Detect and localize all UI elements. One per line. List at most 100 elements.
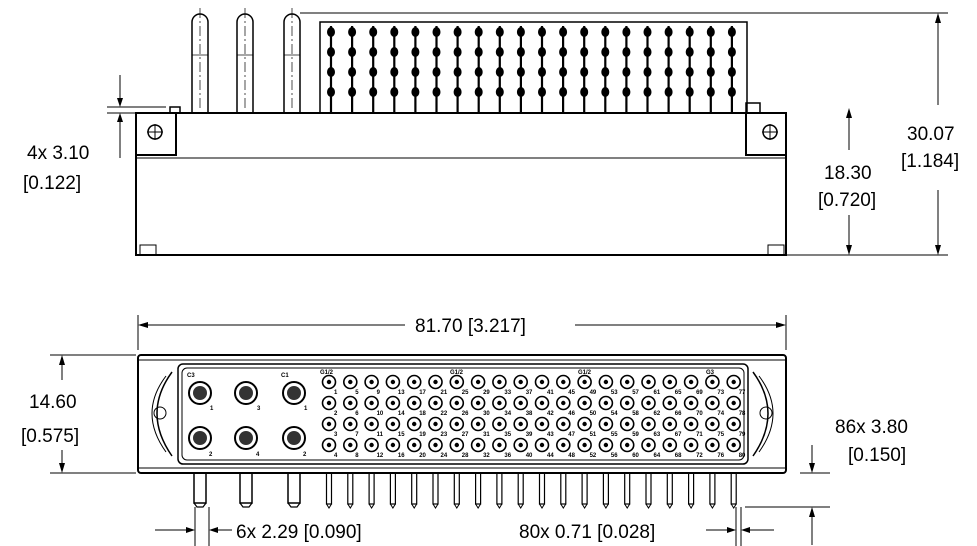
signal-contact: 44 (534, 437, 554, 459)
contact-number: 15 (398, 432, 405, 438)
signal-contact: 21 (428, 374, 448, 396)
coax-contact: 4 (234, 426, 260, 458)
side-signal-pin (706, 26, 715, 113)
signal-contact: 54 (598, 395, 618, 417)
signal-pin-tail (432, 472, 439, 509)
signal-contact: 37 (513, 374, 533, 396)
signal-contact: 72 (683, 437, 703, 459)
coax-contact: 2 (282, 426, 307, 458)
contact-number: 71 (696, 432, 703, 438)
contact-number: 11 (377, 432, 384, 438)
contact-number: 41 (547, 390, 554, 396)
signal-contact: 33 (492, 374, 512, 396)
signal-contact-grid: 1234567891011121314151617181920212223242… (321, 374, 746, 459)
signal-contact: 17 (406, 374, 427, 396)
signal-contact: 48 (555, 437, 576, 459)
signal-contact: 32 (470, 437, 490, 459)
signal-contact: 61 (641, 374, 661, 396)
contact-number: 31 (483, 432, 490, 438)
side-signal-pin (369, 26, 378, 113)
signal-contact: 67 (662, 416, 682, 438)
contact-number: 68 (675, 453, 682, 459)
side-signal-pin (390, 26, 399, 113)
contact-number: 67 (675, 432, 682, 438)
front-housing (137, 354, 787, 474)
front-pin-tails (193, 472, 737, 509)
coax-contact: C1 1 (281, 373, 308, 412)
signal-contact: 13 (385, 374, 405, 396)
side-coax-pins (191, 8, 301, 113)
side-signal-pin (622, 26, 631, 113)
side-signal-pin (685, 26, 694, 113)
contact-number: 80 (739, 453, 746, 459)
signal-contact: 63 (641, 416, 661, 438)
signal-contact: 16 (385, 437, 405, 459)
signal-contact: 24 (428, 437, 448, 459)
signal-contact: 1 (321, 374, 338, 396)
contact-number: 79 (739, 432, 746, 438)
front-width-dim: 81.70 [3.217] (415, 316, 526, 337)
coax-number-label: 2 (303, 452, 307, 458)
left-mount-ear (135, 112, 177, 156)
contact-number: 19 (419, 432, 426, 438)
coax-contact: C3 1 (187, 373, 214, 412)
signal-contact: 36 (492, 437, 512, 459)
signal-contact: 7 (342, 416, 359, 438)
right-mount-ear (745, 112, 787, 156)
front-cavity (177, 363, 749, 465)
contact-number: 40 (526, 453, 533, 459)
signal-pin-tail (666, 472, 673, 509)
signal-contact: 42 (534, 395, 554, 417)
signal-contact: 60 (619, 437, 640, 459)
signal-pin-tail (538, 472, 546, 509)
side-signal-pin (601, 26, 610, 113)
side-signal-pin (538, 26, 546, 113)
signal-contact: 64 (641, 437, 661, 459)
signal-contact: 10 (364, 395, 384, 417)
side-body (135, 112, 787, 256)
signal-contact: 49 (577, 374, 597, 396)
signal-contact: 50 (577, 395, 597, 417)
signal-pin-tail (389, 472, 396, 509)
signal-pin-tail (411, 472, 418, 509)
signal-pin-tail (645, 472, 652, 509)
signal-pin-tail (347, 472, 354, 509)
signal-pin-tail (453, 472, 460, 509)
contact-number: 37 (526, 390, 533, 396)
coax-pin-tail (193, 472, 207, 508)
signal-contact: 47 (555, 416, 576, 438)
signal-contact: 78 (726, 395, 746, 417)
contact-number: 9 (377, 390, 381, 396)
contact-number: 58 (632, 411, 639, 417)
signal-contact: 2 (321, 395, 338, 417)
contact-number: 22 (441, 411, 448, 417)
side-signal-pin (348, 26, 357, 113)
signal-contact: 79 (726, 416, 746, 438)
side-signal-pin (411, 26, 420, 113)
contact-number: 49 (590, 390, 597, 396)
signal-contact: 27 (449, 416, 469, 438)
contact-number: 8 (355, 453, 359, 459)
front-view: 81.70 [3.217] C3 1 3 C1 1 (21, 315, 908, 546)
contact-number: 17 (419, 390, 426, 396)
contact-number: 60 (632, 453, 639, 459)
contact-number: 77 (739, 390, 746, 396)
contact-number: 76 (717, 453, 724, 459)
contact-number: 61 (654, 390, 661, 396)
signal-contact: 28 (449, 437, 469, 459)
signal-contact: 23 (428, 416, 448, 438)
contact-number: 48 (568, 453, 575, 459)
contact-number: 78 (739, 411, 746, 417)
contact-number: 14 (398, 411, 405, 417)
section-label: G3 (706, 370, 715, 376)
side-signal-pin (432, 26, 441, 113)
contact-number: 6 (355, 411, 359, 417)
coax-contact: 2 (188, 426, 213, 458)
side-signal-pin (327, 26, 335, 113)
signal-contact: 35 (492, 416, 512, 438)
coax-contact: 3 (234, 381, 261, 412)
signal-pin-tail (624, 472, 631, 509)
signal-pin-tail (517, 472, 524, 509)
signal-contact: 38 (513, 395, 533, 417)
contact-number: 59 (632, 432, 639, 438)
